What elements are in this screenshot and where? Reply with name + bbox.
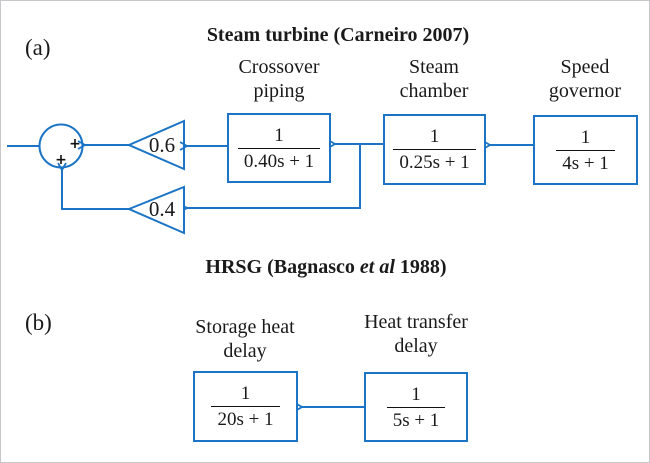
speed-governor-label: Speed governor bbox=[548, 56, 622, 102]
speed-governor-denominator: 4s + 1 bbox=[556, 149, 615, 174]
steam-chamber-numerator: 1 bbox=[429, 126, 440, 147]
feedback-line-to-sum bbox=[62, 170, 129, 210]
crossover-numerator: 1 bbox=[274, 124, 284, 146]
steam-chamber-block: 1 0.25s + 1 bbox=[383, 114, 486, 185]
section-b-title: HRSG (Bagnasco et al 1988) bbox=[101, 254, 551, 280]
sum-sign-bottom: + bbox=[55, 152, 67, 168]
section-b-title-prefix: HRSG (Bagnasco bbox=[205, 256, 360, 278]
heat-transfer-denominator: 5s + 1 bbox=[386, 406, 446, 431]
panel-b-label: (b) bbox=[25, 310, 52, 335]
steam-chamber-label: Steam chamber bbox=[399, 56, 469, 102]
steam-chamber-denominator: 0.25s + 1 bbox=[393, 149, 476, 173]
section-a-title: Steam turbine (Carneiro 2007) bbox=[206, 24, 470, 46]
section-b-title-italic: et al bbox=[359, 256, 395, 278]
storage-heat-numerator: 1 bbox=[240, 383, 251, 404]
heat-transfer-numerator: 1 bbox=[411, 383, 421, 405]
heat-transfer-delay-label: Heat transfer delay bbox=[364, 311, 468, 357]
storage-heat-delay-block: 1 20s + 1 bbox=[193, 371, 298, 442]
sum-sign-right: + bbox=[69, 136, 81, 152]
speed-governor-block: 1 4s + 1 bbox=[533, 115, 638, 185]
heat-transfer-delay-block: 1 5s + 1 bbox=[364, 372, 468, 442]
storage-heat-denominator: 20s + 1 bbox=[211, 406, 280, 430]
crossover-piping-label: Crossover piping bbox=[238, 56, 320, 102]
crossover-denominator: 0.40s + 1 bbox=[237, 147, 321, 172]
crossover-piping-block: 1 0.40s + 1 bbox=[227, 113, 331, 183]
section-b-title-suffix: 1988) bbox=[394, 256, 447, 278]
branch-line-to-gain04 bbox=[187, 144, 361, 208]
gain-triangle-lower bbox=[126, 185, 185, 235]
storage-heat-delay-label: Storage heat delay bbox=[195, 316, 295, 362]
gain-upper-value: 0.6 bbox=[148, 133, 176, 157]
speed-governor-numerator: 1 bbox=[580, 126, 591, 148]
gain-lower-value: 0.4 bbox=[148, 197, 176, 221]
panel-a-label: (a) bbox=[25, 35, 51, 60]
